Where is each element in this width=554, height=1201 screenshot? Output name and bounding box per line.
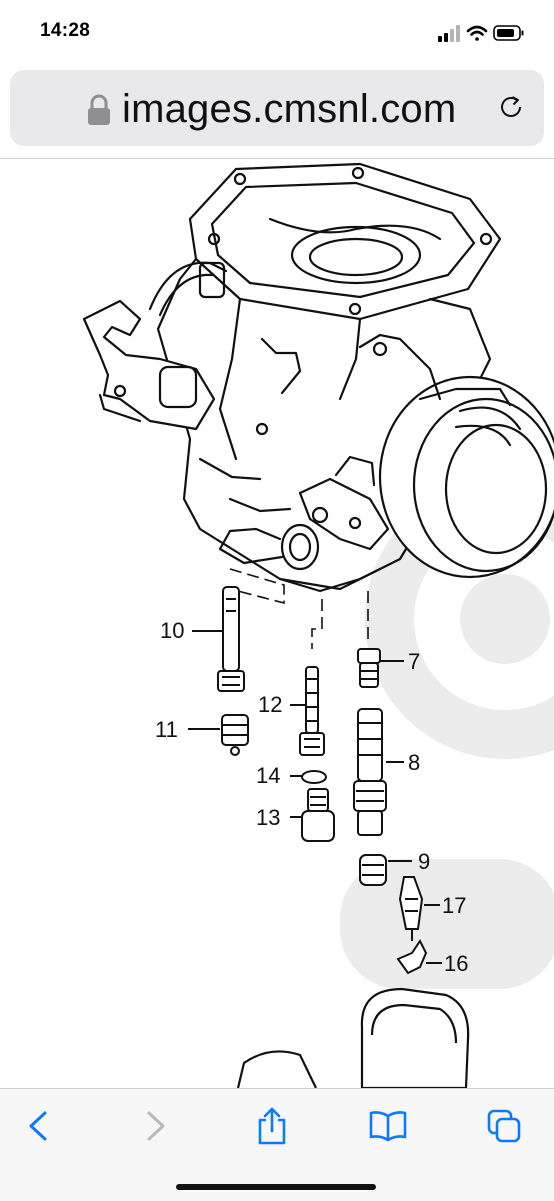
carburetor-body [82, 162, 554, 593]
part-label-17: 17 [442, 893, 466, 918]
part-11-nut [221, 714, 249, 756]
part-13-holder [301, 788, 335, 842]
status-time: 14:28 [40, 20, 91, 41]
share-button[interactable] [244, 1101, 300, 1151]
part-12-jet [299, 666, 325, 756]
lock-icon [88, 94, 110, 125]
part-16-clip [396, 939, 428, 975]
part-label-12: 12 [258, 692, 282, 717]
part-10-jet [217, 586, 245, 692]
bottom-toolbar [0, 1088, 554, 1201]
status-bar: 14:28 [0, 0, 554, 66]
part-9-main-jet [359, 854, 387, 886]
part-label-8: 8 [408, 750, 420, 775]
part-label-9: 9 [418, 849, 430, 874]
wifi-icon [466, 25, 488, 41]
web-content[interactable]: 10 7 12 11 8 14 13 9 17 16 [0, 159, 554, 1088]
tabs-button[interactable] [476, 1101, 532, 1151]
tabs-icon [487, 1109, 521, 1143]
share-icon [258, 1107, 286, 1145]
chevron-right-icon [147, 1111, 165, 1141]
part-17-float-valve [398, 876, 424, 941]
part-label-16: 16 [444, 951, 468, 976]
status-icons [438, 25, 524, 42]
battery-icon [493, 25, 524, 41]
float-part [236, 987, 470, 1088]
guide-lines [229, 568, 369, 649]
forward-button[interactable] [128, 1101, 184, 1151]
part-8-needle-jet [353, 708, 387, 836]
back-button[interactable] [10, 1101, 66, 1151]
part-label-13: 13 [256, 805, 280, 830]
parts-diagram: 10 7 12 11 8 14 13 9 17 16 [82, 162, 554, 1088]
reload-icon[interactable] [496, 92, 526, 122]
address-divider [0, 158, 554, 159]
cellular-signal-icon [438, 25, 460, 42]
book-icon [369, 1111, 407, 1142]
part-label-11: 11 [155, 717, 178, 742]
home-indicator[interactable] [176, 1184, 376, 1190]
part-label-10: 10 [160, 618, 184, 643]
part-label-7: 7 [408, 649, 420, 674]
part-14-o-ring [301, 770, 327, 784]
bookmarks-button[interactable] [360, 1101, 416, 1151]
url-text[interactable]: images.cmsnl.com [122, 87, 457, 131]
part-7-jet [357, 648, 381, 688]
chevron-left-icon [29, 1111, 47, 1141]
part-label-14: 14 [256, 763, 280, 788]
